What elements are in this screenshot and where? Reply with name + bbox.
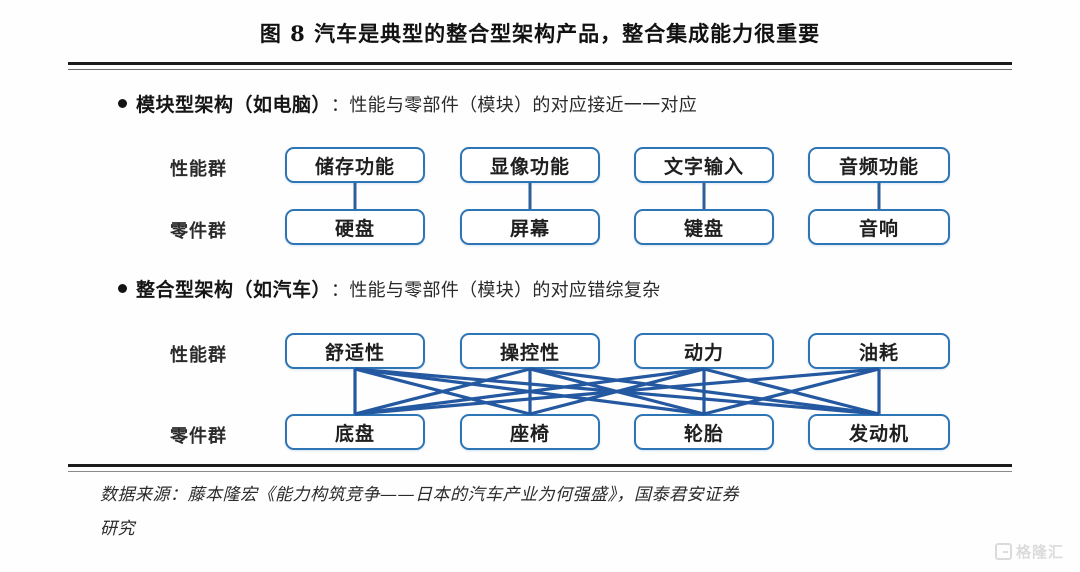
source-note: 数据来源：藤本隆宏《能力构筑竞争——日本的汽车产业为何强盛》，国泰君安证券 研究 bbox=[100, 478, 1000, 546]
node-component-modular-2[interactable]: 键盘 bbox=[634, 209, 774, 245]
node-performance-integral-2[interactable]: 动力 bbox=[634, 333, 774, 369]
source-divider bbox=[68, 464, 1012, 472]
node-component-integral-0[interactable]: 底盘 bbox=[285, 414, 425, 450]
page-title: 图 8 汽车是典型的整合型架构产品，整合集成能力很重要 bbox=[259, 21, 821, 46]
bullet-integral-architecture: 整合型架构（如汽车） ：性能与零部件（模块）的对应错综复杂 bbox=[118, 275, 660, 302]
node-performance-integral-0[interactable]: 舒适性 bbox=[285, 333, 425, 369]
node-performance-modular-0[interactable]: 储存功能 bbox=[285, 147, 425, 183]
bullet-modular-description: ：性能与零部件（模块）的对应接近一一对应 bbox=[331, 95, 698, 116]
node-performance-integral-1[interactable]: 操控性 bbox=[460, 333, 600, 369]
node-performance-modular-3[interactable]: 音频功能 bbox=[808, 147, 950, 183]
watermark-text: 格隆汇 bbox=[1015, 543, 1064, 561]
node-performance-integral-3[interactable]: 油耗 bbox=[808, 333, 950, 369]
gelonghui-logo-icon bbox=[994, 543, 1012, 560]
source-line-1: 数据来源：藤本隆宏《能力构筑竞争——日本的汽车产业为何强盛》，国泰君安证券 bbox=[100, 485, 739, 505]
node-component-modular-1[interactable]: 屏幕 bbox=[460, 209, 600, 245]
row-label-component-modular: 零件群 bbox=[170, 221, 227, 242]
row-label-performance-integral: 性能群 bbox=[170, 345, 227, 366]
bullet-modular-architecture: 模块型架构（如电脑） ：性能与零部件（模块）的对应接近一一对应 bbox=[118, 90, 697, 117]
bullet-modular-heading: 模块型架构（如电脑） bbox=[136, 94, 332, 116]
modular-connectors bbox=[353, 183, 881, 209]
source-line-2: 研究 bbox=[100, 519, 135, 539]
row-label-component-integral: 零件群 bbox=[170, 426, 227, 447]
bullet-integral-description: ：性能与零部件（模块）的对应错综复杂 bbox=[331, 280, 661, 301]
bullet-integral-heading: 整合型架构（如汽车） bbox=[136, 279, 332, 301]
node-component-integral-1[interactable]: 座椅 bbox=[460, 414, 600, 450]
bullet-dot-icon bbox=[118, 99, 127, 108]
node-component-integral-3[interactable]: 发动机 bbox=[808, 414, 950, 450]
integral-connectors bbox=[353, 367, 881, 416]
node-component-modular-0[interactable]: 硬盘 bbox=[285, 209, 425, 245]
watermark: 格隆汇 bbox=[994, 541, 1064, 562]
node-performance-modular-1[interactable]: 显像功能 bbox=[460, 147, 600, 183]
title-divider-top bbox=[68, 62, 1012, 70]
bullet-dot-icon bbox=[118, 284, 127, 293]
node-performance-modular-2[interactable]: 文字输入 bbox=[634, 147, 774, 183]
node-component-modular-3[interactable]: 音响 bbox=[808, 209, 950, 245]
row-label-performance-modular: 性能群 bbox=[170, 159, 227, 180]
node-component-integral-2[interactable]: 轮胎 bbox=[634, 414, 774, 450]
